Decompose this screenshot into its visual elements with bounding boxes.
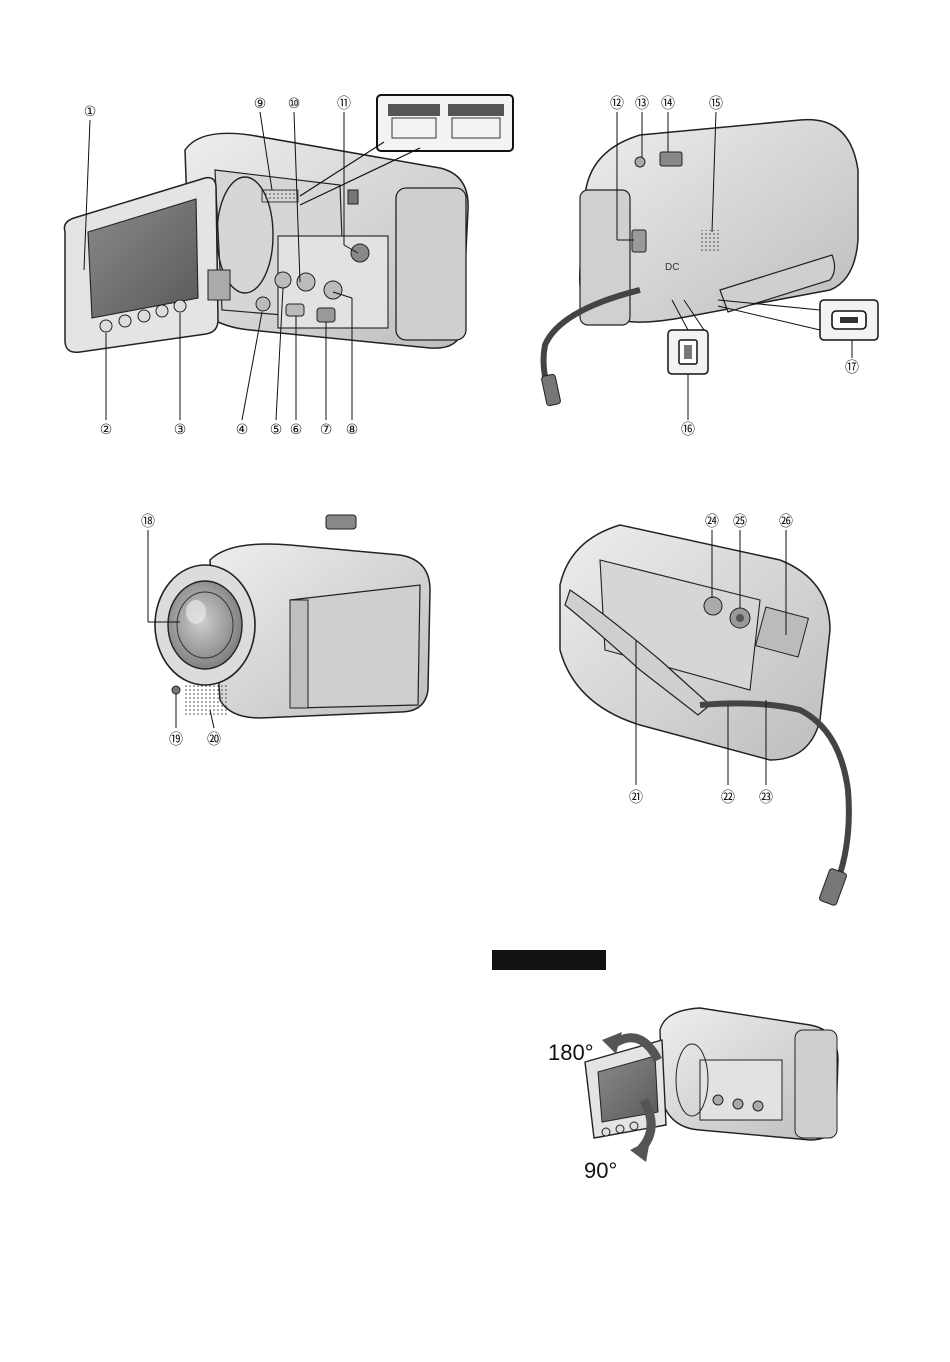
callout-25: ㉕ — [733, 514, 747, 530]
callout-24: ㉔ — [705, 514, 719, 530]
lcd-rotation-diagram — [585, 1008, 838, 1162]
callout-4: ④ — [236, 422, 249, 438]
callout-2: ② — [100, 422, 113, 438]
camcorder-bottom-view — [560, 525, 849, 906]
section-heading-bar — [492, 950, 606, 970]
callout-9: ⑨ — [254, 96, 267, 112]
callout-11: ⑪ — [337, 96, 351, 112]
camcorder-front-view — [155, 515, 430, 718]
callout-21: ㉑ — [629, 790, 643, 806]
callout-7: ⑦ — [320, 422, 333, 438]
callout-6: ⑥ — [290, 422, 303, 438]
rotation-90-label: 90° — [584, 1158, 617, 1183]
callout-3: ③ — [174, 422, 187, 438]
callout-23: ㉓ — [759, 790, 773, 806]
callout-18: ⑱ — [141, 514, 155, 530]
callout-1: ① — [84, 104, 97, 120]
camcorder-side-open-lcd — [64, 133, 468, 352]
callout-8: ⑧ — [346, 422, 359, 438]
callout-26: ㉖ — [779, 514, 793, 530]
rotation-180-label: 180° — [548, 1040, 594, 1065]
callout-13: ⑬ — [635, 96, 649, 112]
callout-5: ⑤ — [270, 422, 283, 438]
callout-16: ⑯ — [681, 422, 695, 438]
callout-19: ⑲ — [169, 732, 183, 748]
callout-14: ⑭ — [661, 96, 675, 112]
callout-22: ㉒ — [721, 790, 735, 806]
dc-label: DC — [665, 262, 679, 273]
callout-12: ⑫ — [610, 96, 624, 112]
callout-20: ⑳ — [207, 732, 221, 748]
callout-10: ⑩ — [288, 96, 301, 112]
callout-17: ⑰ — [845, 360, 859, 376]
callout-15: ⑮ — [709, 96, 723, 112]
